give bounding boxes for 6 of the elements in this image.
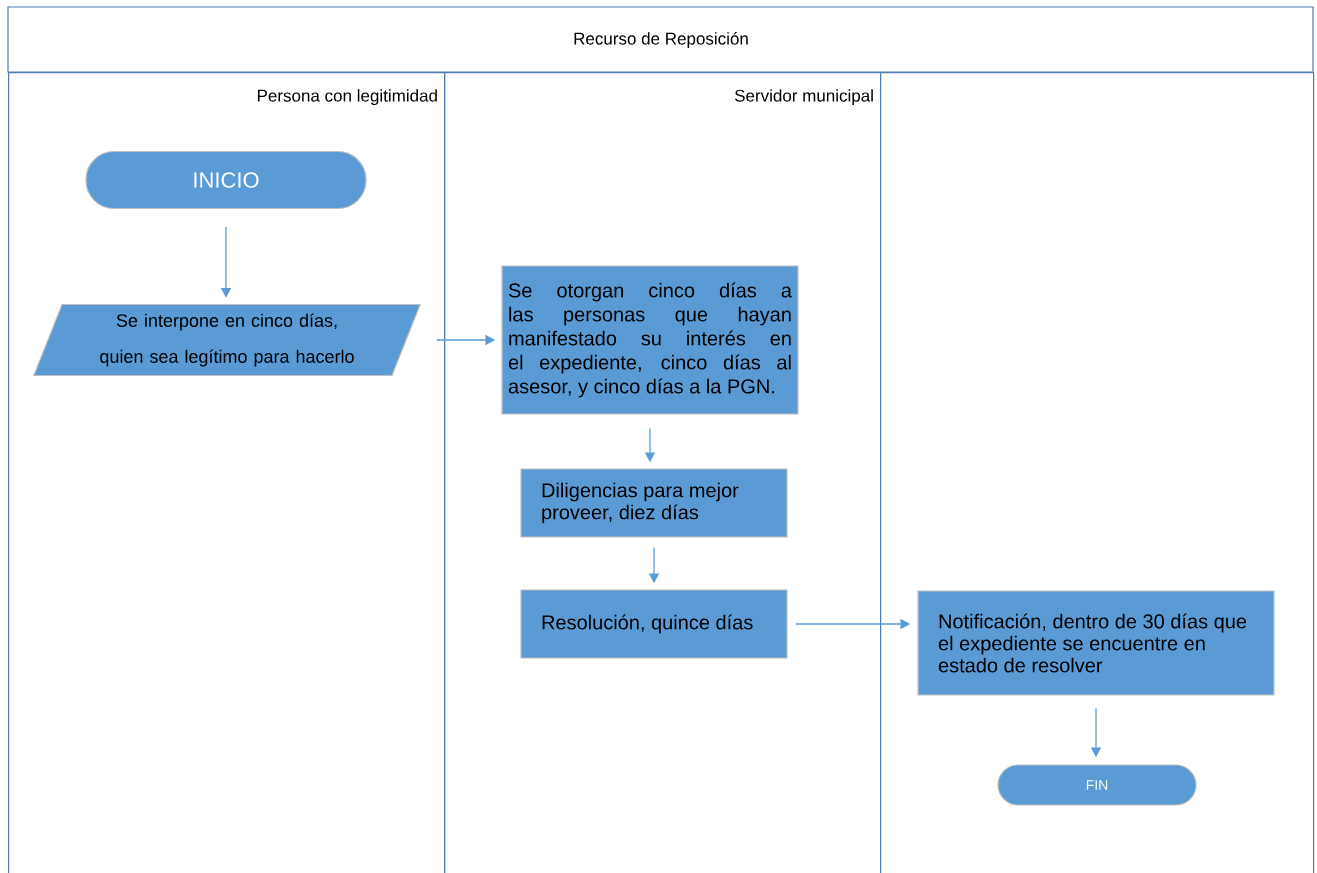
process-box: Se otorgan cinco días a las personas que hayan manifestado su interés en el expediente, cinco días al asesor, y cinco días a la PGN. [501, 265, 799, 415]
process-box: Diligencias para mejor proveer, diez días [520, 468, 788, 538]
process-box: Notificación, dentro de 30 días que el expediente se encuentre en estado de resolver [917, 590, 1275, 696]
title: Recurso de Reposición [574, 32, 748, 49]
process-box: Resolución, quince días [520, 589, 788, 659]
swimlane [880, 72, 1315, 873]
